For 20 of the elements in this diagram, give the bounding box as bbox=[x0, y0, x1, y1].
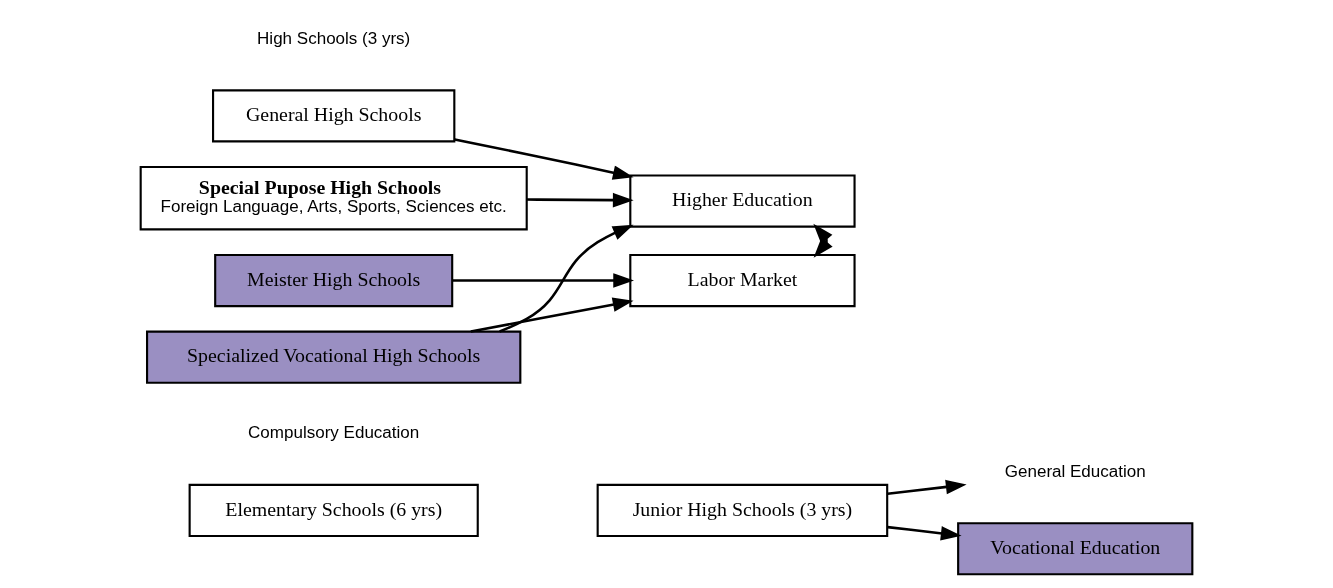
arrow bbox=[813, 223, 833, 258]
node-text: General Education bbox=[1004, 461, 1146, 481]
arrow bbox=[454, 138, 634, 180]
node-box: Junior High Schools (3 yrs) bbox=[596, 483, 889, 538]
node-box: Meister High Schools bbox=[214, 253, 454, 308]
arrow bbox=[887, 525, 962, 541]
node-box: Elementary Schools (6 yrs) bbox=[188, 483, 479, 538]
arrow bbox=[470, 297, 634, 333]
node-box: Specialized Vocational High Schools bbox=[146, 330, 522, 384]
arrow bbox=[887, 479, 967, 495]
node-box: Higher Education bbox=[629, 174, 856, 228]
label: Compulsory Education bbox=[248, 423, 420, 443]
node-box: Special Pupose High Schools Foreign Language, Arts, Sports, Sciences etc. bbox=[139, 165, 528, 231]
node-box: Vocational Education bbox=[957, 522, 1194, 576]
arrow bbox=[452, 273, 634, 288]
label: High Schools (3 yrs) bbox=[257, 28, 411, 48]
node-box: Labor Market bbox=[629, 253, 856, 308]
arrow bbox=[526, 192, 634, 208]
node-box: General High Schools bbox=[212, 89, 456, 143]
arrow bbox=[499, 224, 634, 333]
